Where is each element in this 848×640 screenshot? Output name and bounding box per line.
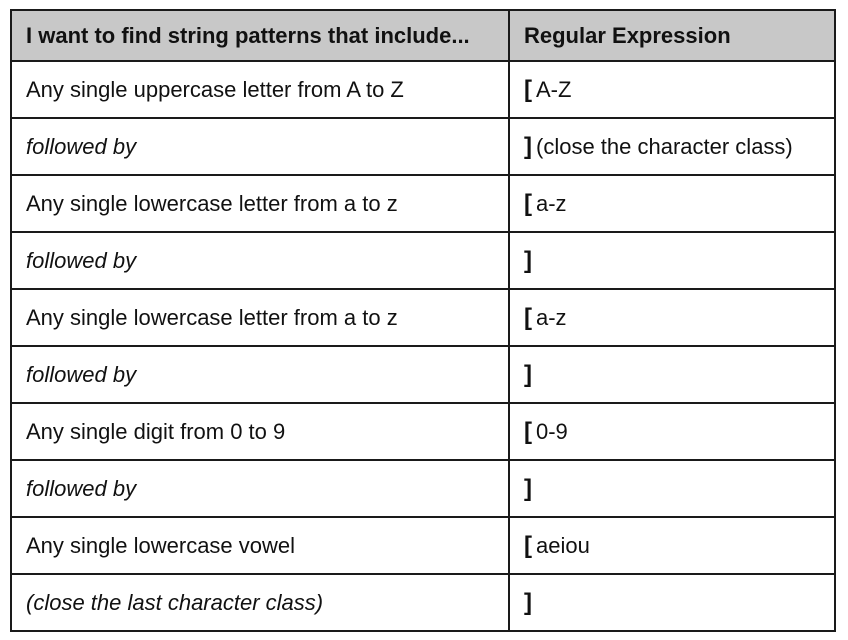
row-description: followed by: [10, 117, 510, 176]
row-description: Any single lowercase letter from a to z: [10, 174, 510, 233]
bracket-symbol: ]: [524, 132, 532, 160]
header-regular-expression: Regular Expression: [508, 9, 836, 62]
expression-text: aeiou: [536, 532, 590, 558]
row-expression: [a-z: [508, 288, 836, 347]
table-row: (close the last character class) ]: [10, 573, 836, 632]
expression-text: A-Z: [536, 76, 572, 102]
row-description: Any single uppercase letter from A to Z: [10, 60, 510, 119]
row-expression: [a-z: [508, 174, 836, 233]
row-expression: [aeiou: [508, 516, 836, 575]
row-expression: ]: [508, 459, 836, 518]
table-body: Any single uppercase letter from A to Z …: [10, 60, 836, 632]
regex-table-container: I want to find string patterns that incl…: [10, 9, 836, 632]
expression-text: 0-9: [536, 418, 568, 444]
table-row: followed by ]: [10, 459, 836, 518]
row-expression: [0-9: [508, 402, 836, 461]
regex-pattern-table: I want to find string patterns that incl…: [10, 9, 836, 632]
row-description: Any single lowercase letter from a to z: [10, 288, 510, 347]
bracket-symbol: [: [524, 531, 532, 559]
table-row: followed by ](close the character class): [10, 117, 836, 176]
table-row: Any single lowercase vowel [aeiou: [10, 516, 836, 575]
header-pattern-description: I want to find string patterns that incl…: [10, 9, 510, 62]
row-expression: [A-Z: [508, 60, 836, 119]
table-row: Any single lowercase letter from a to z …: [10, 288, 836, 347]
bracket-symbol: [: [524, 303, 532, 331]
table-row: Any single uppercase letter from A to Z …: [10, 60, 836, 119]
bracket-symbol: [: [524, 417, 532, 445]
bracket-symbol: ]: [524, 588, 532, 616]
row-expression: ]: [508, 345, 836, 404]
table-row: followed by ]: [10, 231, 836, 290]
bracket-symbol: [: [524, 189, 532, 217]
expression-text: a-z: [536, 304, 567, 330]
table-row: Any single lowercase letter from a to z …: [10, 174, 836, 233]
row-description: Any single digit from 0 to 9: [10, 402, 510, 461]
row-description: followed by: [10, 459, 510, 518]
table-row: followed by ]: [10, 345, 836, 404]
bracket-symbol: ]: [524, 246, 532, 274]
row-description: followed by: [10, 345, 510, 404]
row-description: followed by: [10, 231, 510, 290]
table-row: Any single digit from 0 to 9 [0-9: [10, 402, 836, 461]
row-description: Any single lowercase vowel: [10, 516, 510, 575]
row-expression: ](close the character class): [508, 117, 836, 176]
table-header: I want to find string patterns that incl…: [10, 9, 836, 62]
row-expression: ]: [508, 573, 836, 632]
expression-text: a-z: [536, 190, 567, 216]
header-row: I want to find string patterns that incl…: [10, 9, 836, 62]
bracket-symbol: ]: [524, 360, 532, 388]
row-description: (close the last character class): [10, 573, 510, 632]
expression-text: (close the character class): [536, 133, 793, 159]
bracket-symbol: ]: [524, 474, 532, 502]
bracket-symbol: [: [524, 75, 532, 103]
row-expression: ]: [508, 231, 836, 290]
